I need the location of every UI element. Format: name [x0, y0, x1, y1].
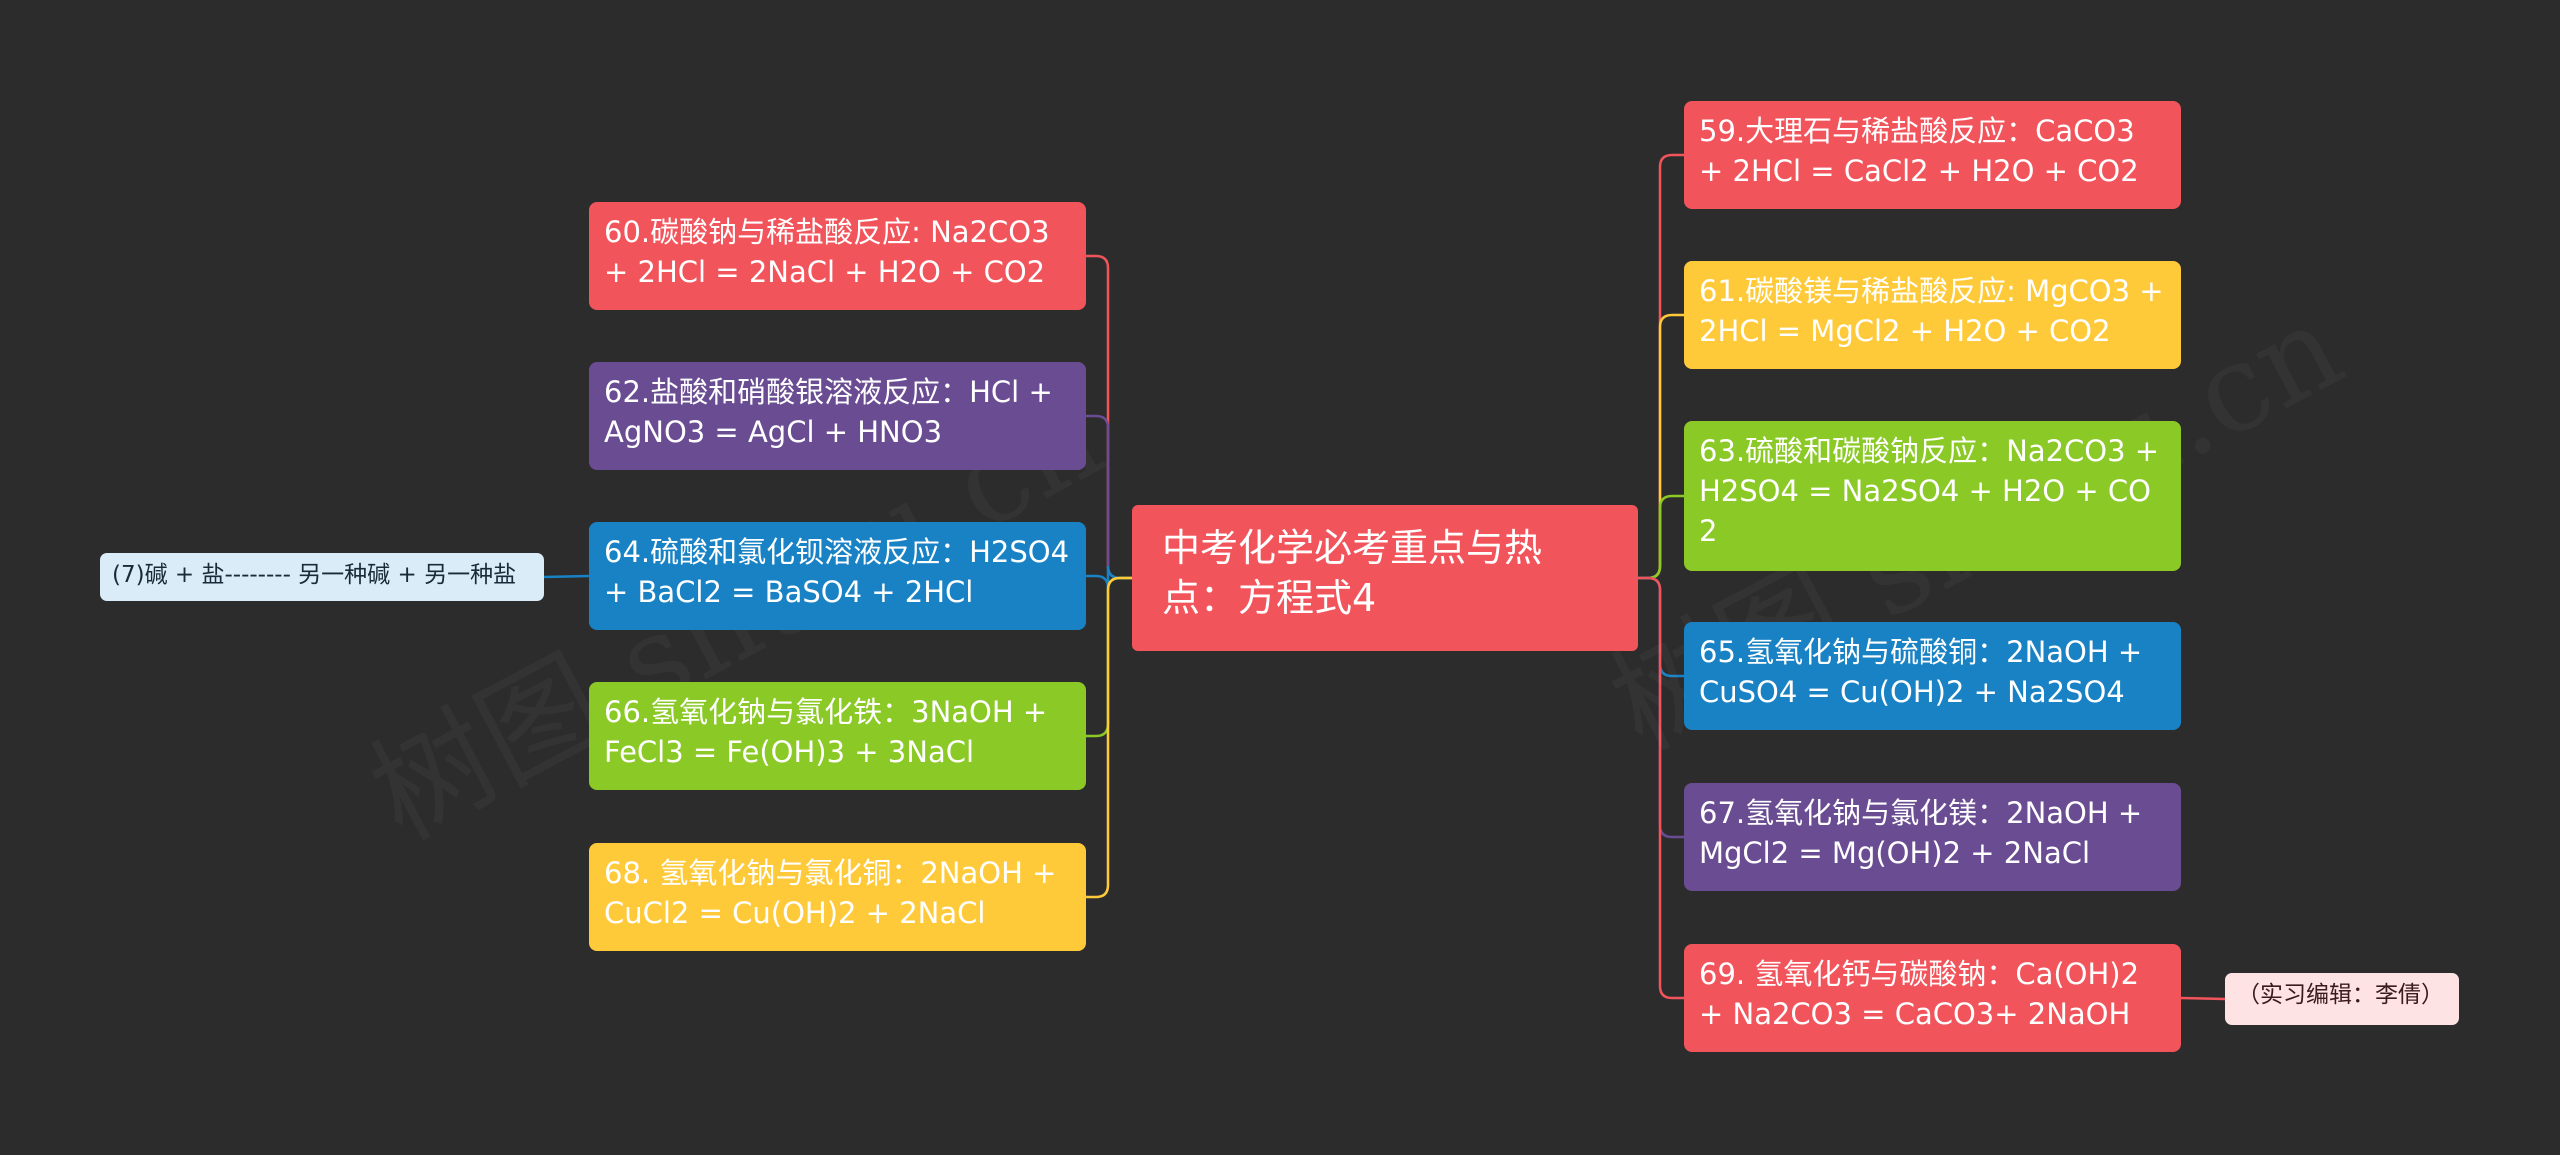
topic-node-right-67[interactable]: 67.氢氧化钠与氯化镁：2NaOH + MgCl2 = Mg(OH)2 + 2N…	[1684, 783, 2181, 891]
central-topic-node[interactable]: 中考化学必考重点与热点：方程式4	[1132, 505, 1638, 651]
connector-right-leaf	[2180, 996, 2226, 1001]
topic-node-label: 69. 氢氧化钙与碳酸钠：Ca(OH)2 + Na2CO3 = CaCO3+ 2…	[1699, 957, 2149, 1031]
leaf-node-label: (7)碱 + 盐-------- 另一种碱 + 另一种盐	[112, 562, 517, 588]
topic-node-right-61[interactable]: 61.碳酸镁与稀盐酸反应: MgCO3 + 2HCl = MgCl2 + H2O…	[1684, 261, 2181, 369]
connector-left-4	[1086, 576, 1132, 899]
topic-node-label: 61.碳酸镁与稀盐酸反应: MgCO3 + 2HCl = MgCl2 + H2O…	[1699, 274, 2173, 348]
topic-node-left-66[interactable]: 66.氢氧化钠与氯化铁：3NaOH + FeCl3 = Fe(OH)3 + 3N…	[589, 682, 1086, 790]
topic-node-label: 64.硫酸和氯化钡溶液反应：H2SO4 + BaCl2 = BaSO4 + 2H…	[604, 535, 1079, 609]
topic-node-label: 63.硫酸和碳酸钠反应：Na2CO3 + H2SO4 = Na2SO4 + H2…	[1699, 434, 2169, 548]
topic-node-right-69[interactable]: 69. 氢氧化钙与碳酸钠：Ca(OH)2 + Na2CO3 = CaCO3+ 2…	[1684, 944, 2181, 1052]
topic-node-right-59[interactable]: 59.大理石与稀盐酸反应：CaCO3 + 2HCl = CaCl2 + H2O …	[1684, 101, 2181, 209]
leaf-node-base-salt[interactable]: (7)碱 + 盐-------- 另一种碱 + 另一种盐	[100, 553, 544, 601]
topic-node-label: 60.碳酸钠与稀盐酸反应: Na2CO3 + 2HCl = 2NaCl + H2…	[604, 215, 1059, 289]
topic-node-left-60[interactable]: 60.碳酸钠与稀盐酸反应: Na2CO3 + 2HCl = 2NaCl + H2…	[589, 202, 1086, 310]
topic-node-label: 59.大理石与稀盐酸反应：CaCO3 + 2HCl = CaCl2 + H2O …	[1699, 114, 2144, 188]
topic-node-left-62[interactable]: 62.盐酸和硝酸银溶液反应：HCl + AgNO3 = AgCl + HNO3	[589, 362, 1086, 470]
topic-node-label: 65.氢氧化钠与硫酸铜：2NaOH + CuSO4 = Cu(OH)2 + Na…	[1699, 635, 2152, 709]
topic-node-right-65[interactable]: 65.氢氧化钠与硫酸铜：2NaOH + CuSO4 = Cu(OH)2 + Na…	[1684, 622, 2181, 730]
connector-left-leaf	[543, 574, 590, 579]
connector-right-2	[1638, 494, 1684, 580]
topic-node-label: 62.盐酸和硝酸银溶液反应：HCl + AgNO3 = AgCl + HNO3	[604, 375, 1062, 449]
topic-node-label: 68. 氢氧化钠与氯化铜：2NaOH + CuCl2 = Cu(OH)2 + 2…	[604, 856, 1066, 930]
topic-node-left-64[interactable]: 64.硫酸和氯化钡溶液反应：H2SO4 + BaCl2 = BaSO4 + 2H…	[589, 522, 1086, 630]
topic-node-right-63[interactable]: 63.硫酸和碳酸钠反应：Na2CO3 + H2SO4 = Na2SO4 + H2…	[1684, 421, 2181, 571]
leaf-node-editor-credit[interactable]: （实习编辑：李倩）	[2225, 973, 2459, 1025]
topic-node-left-68[interactable]: 68. 氢氧化钠与氯化铜：2NaOH + CuCl2 = Cu(OH)2 + 2…	[589, 843, 1086, 951]
leaf-node-label: （实习编辑：李倩）	[2237, 982, 2444, 1008]
topic-node-label: 67.氢氧化钠与氯化镁：2NaOH + MgCl2 = Mg(OH)2 + 2N…	[1699, 796, 2152, 870]
central-topic-label: 中考化学必考重点与热点：方程式4	[1162, 526, 1543, 620]
topic-node-label: 66.氢氧化钠与氯化铁：3NaOH + FeCl3 = Fe(OH)3 + 3N…	[604, 695, 1057, 769]
connector-right-5	[1638, 576, 1684, 1000]
